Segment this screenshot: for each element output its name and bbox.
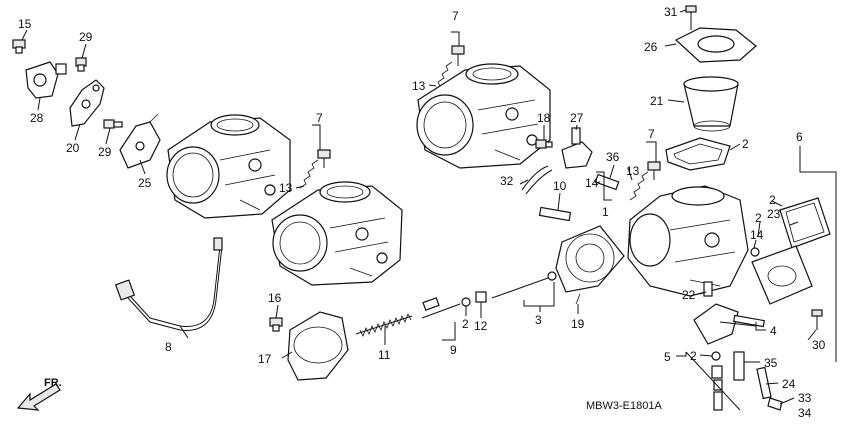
callout-2-mid: 2 <box>462 317 469 331</box>
callout-29-mid: 29 <box>98 145 112 159</box>
carburetor-left-top <box>166 114 291 219</box>
screw-30 <box>811 309 823 330</box>
needle-3 <box>491 271 557 299</box>
callout-32: 32 <box>500 174 514 188</box>
holder-26 <box>674 27 757 63</box>
callout-15: 15 <box>18 17 32 31</box>
diaphragm-19 <box>555 225 625 305</box>
carburetor-left-bottom <box>271 181 403 286</box>
callout-2-gasket: 2 <box>769 193 776 207</box>
callout-21: 21 <box>650 94 664 108</box>
carburetor-body-right <box>627 185 749 297</box>
tube-32 <box>521 165 553 195</box>
bracket-20 <box>69 79 105 127</box>
float-chamber-cover <box>751 245 813 305</box>
callout-7-right: 7 <box>648 127 655 141</box>
float-valve-22 <box>703 281 713 297</box>
callout-12: 12 <box>474 319 488 333</box>
bolt-29-mid <box>103 119 123 129</box>
callout-7-left: 7 <box>316 111 323 125</box>
callout-22: 22 <box>682 288 696 302</box>
callout-31: 31 <box>664 5 678 19</box>
callout-14-mid: 14 <box>585 176 599 190</box>
top-cover-17 <box>287 311 349 381</box>
callout-2-cover: 2 <box>755 211 762 225</box>
spring-11 <box>355 313 413 337</box>
callout-27: 27 <box>570 111 584 125</box>
callout-25: 25 <box>138 176 152 190</box>
pilot-screw-24 <box>756 366 783 411</box>
callout-23: 23 <box>767 207 781 221</box>
spring-13-left <box>299 149 331 189</box>
callout-18: 18 <box>537 111 551 125</box>
callout-34: 34 <box>798 406 812 420</box>
jet-needle-9 <box>421 291 487 319</box>
callout-36: 36 <box>606 150 620 164</box>
spring-36 <box>594 173 620 191</box>
callout-30: 30 <box>812 338 826 352</box>
jet-set-5 <box>685 351 745 411</box>
front-direction-arrow <box>16 383 61 411</box>
callout-13-left: 13 <box>279 181 293 195</box>
callout-2-jet: 2 <box>690 349 697 363</box>
bolt-16 <box>269 317 283 332</box>
boot-21 <box>683 76 739 132</box>
callout-6: 6 <box>796 130 803 144</box>
spring-13-top <box>433 45 465 91</box>
direction-label: FR. <box>44 377 62 389</box>
callout-28: 28 <box>30 111 44 125</box>
bolt-29-top <box>75 57 87 72</box>
callout-13-top: 13 <box>412 79 426 93</box>
callout-7-top: 7 <box>452 9 459 23</box>
callout-26: 26 <box>644 40 658 54</box>
callout-10: 10 <box>553 179 567 193</box>
callout-3: 3 <box>535 313 542 327</box>
callout-20: 20 <box>66 141 80 155</box>
bracket-25 <box>119 113 161 169</box>
jet-10 <box>538 206 572 222</box>
callout-2-top: 2 <box>742 137 749 151</box>
bolt-18 <box>535 139 553 149</box>
callout-11: 11 <box>378 348 391 362</box>
callout-33: 33 <box>798 391 812 405</box>
gasket-23 <box>779 197 831 249</box>
spring-13-right <box>629 161 661 201</box>
throttle-sensor-28 <box>25 61 67 99</box>
callout-29-top: 29 <box>79 30 93 44</box>
diagram-code: MBW3-E1801A <box>586 400 662 412</box>
callout-9: 9 <box>450 343 457 357</box>
callout-5: 5 <box>664 350 671 364</box>
screw-31 <box>685 5 697 30</box>
throttle-cable-8 <box>114 237 223 331</box>
callout-1: 1 <box>602 205 609 219</box>
bolt-15 <box>12 39 26 54</box>
callout-14-right: 14 <box>750 228 764 242</box>
leader-lines <box>21 9 837 405</box>
callout-24: 24 <box>782 377 796 391</box>
callout-19: 19 <box>571 317 585 331</box>
screw-14 <box>750 247 760 257</box>
callout-17: 17 <box>258 352 272 366</box>
valve-27 <box>561 127 593 169</box>
carburetor-right-top <box>416 63 551 169</box>
callout-35: 35 <box>764 356 778 370</box>
callout-13-right: 13 <box>626 164 640 178</box>
callout-8: 8 <box>165 340 172 354</box>
gasket-2-top <box>665 137 731 171</box>
callout-16: 16 <box>268 291 282 305</box>
float-4 <box>693 303 765 345</box>
callout-4: 4 <box>770 324 777 338</box>
